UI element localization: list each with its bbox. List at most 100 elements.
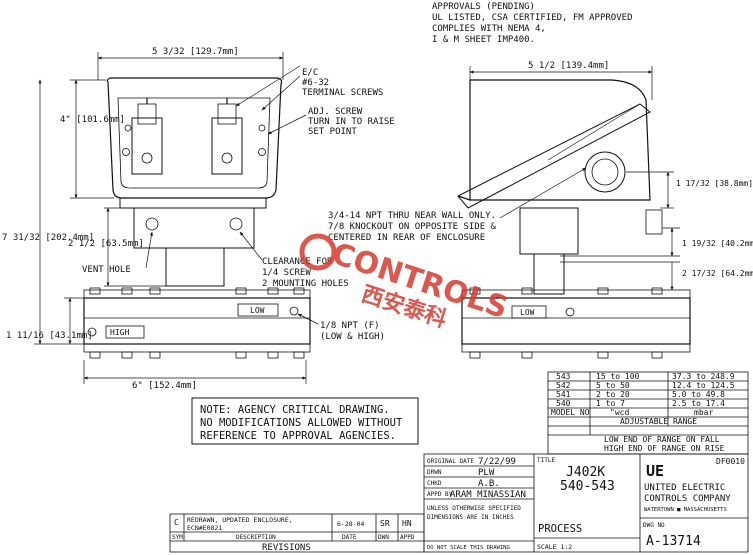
approvals-text: APPROVALS (PENDING) UL LISTED, CSA CERTI… xyxy=(432,2,632,45)
ec-callout-1: E/C xyxy=(302,68,318,78)
drwn-label: DRWN xyxy=(427,469,442,476)
adj-callout-3: SET POINT xyxy=(308,127,357,137)
side-dim-b: 1 19/32 [40.2mm] xyxy=(682,239,753,248)
checked-by: A.B. xyxy=(478,479,500,489)
range-row-1-mbar: 12.4 to 124.5 xyxy=(672,381,735,390)
revisions-caption: REVISIONS xyxy=(262,543,311,553)
spec-line1: UNLESS OTHERWISE SPECIFIED xyxy=(427,505,521,512)
npt-callout-3: CENTERED IN REAR OF ENCLOSURE xyxy=(328,233,485,243)
front-dimensions xyxy=(34,52,319,384)
approvals-line2: UL LISTED, CSA CERTIFIED, FM APPROVED xyxy=(432,13,632,23)
title-line1: J402K xyxy=(566,465,605,480)
rev-desc-2: ECN#E0821 xyxy=(187,524,222,532)
range-row-0-mbar: 37.3 to 248.9 xyxy=(672,372,735,381)
range-row-0-model: 543 xyxy=(556,372,571,381)
range-foot-2: HIGH END OF RANGE ON RISE xyxy=(604,444,725,453)
stem-dim: 2 1/2 [63.5mm] xyxy=(68,239,144,249)
range-row-2-wcd: 2 to 20 xyxy=(596,390,630,399)
range-row-2-model: 541 xyxy=(556,390,571,399)
range-foot-1: LOW END OF RANGE ON FALL xyxy=(604,435,720,444)
revisions-text: C REDRAWN, UPDATED ENCLOSURE, ECN#E0821 … xyxy=(172,516,415,553)
low-label: LOW xyxy=(250,306,265,315)
adj-callout-2: TURN IN TO RAISE xyxy=(308,117,395,127)
port-callout-2: (LOW & HIGH) xyxy=(320,332,385,342)
approved-by: ARAM MINASSIAN xyxy=(450,490,526,500)
overall-height-dim: 7 31/32 [202.4mm] xyxy=(2,233,94,243)
front-view xyxy=(83,77,311,359)
process-label: PROCESS xyxy=(538,523,582,535)
conduit-knockout xyxy=(584,151,626,193)
rev-hdr-desc: DESCRIPTION xyxy=(236,534,276,541)
chkd-label: CHKD xyxy=(427,480,442,487)
rev-hdr-sym: SYM xyxy=(172,534,183,541)
orig-date: 7/22/99 xyxy=(478,457,516,467)
approvals-line1: APPROVALS (PENDING) xyxy=(432,2,535,12)
side-low-label: LOW xyxy=(520,308,535,317)
side-view xyxy=(457,79,691,359)
rev-hdr-dwn: DWN xyxy=(378,534,389,541)
clearance-callout-1: CLEARANCE FOR xyxy=(262,257,333,267)
side-cover xyxy=(457,103,651,209)
spec-line2: DIMENSIONS ARE IN INCHES xyxy=(427,514,514,521)
range-subheader: ADJUSTABLE RANGE xyxy=(620,417,697,426)
switch-left xyxy=(131,117,163,175)
no-scale-note: DO NOT SCALE THIS DRAWING xyxy=(427,545,510,551)
range-header-mbar: mbar xyxy=(694,408,713,417)
npt-callout-1: 3/4-14 NPT THRU NEAR WALL ONLY. xyxy=(328,211,496,221)
range-row-3-wcd: 1 to 7 xyxy=(596,399,625,408)
rev-date: 6-28-04 xyxy=(337,520,364,528)
front-height-dim: 4" [101.6mm] xyxy=(60,115,125,125)
side-dim-c: 2 17/32 [64.2mm] xyxy=(682,269,753,278)
clearance-callout-2: 1/4 SCREW xyxy=(262,268,311,278)
low-port-label-box xyxy=(237,303,279,317)
rev-dwn: SR xyxy=(380,519,390,528)
switch-right xyxy=(211,117,243,175)
title-label: TITLE xyxy=(537,457,555,464)
ec-callout-2: #6-32 xyxy=(302,78,329,88)
ec-callout-3: TERMINAL SCREWS xyxy=(302,88,383,98)
note-line2: NO MODIFICATIONS ALLOWED WITHOUT xyxy=(200,417,403,429)
ue-logo: UE xyxy=(646,462,664,480)
side-enclosure xyxy=(469,79,651,201)
appd-label: APPD BY xyxy=(427,491,453,498)
adj-callout-1: ADJ. SCREW xyxy=(308,107,363,117)
rev-appd: HN xyxy=(402,519,412,528)
title-line2: 540-543 xyxy=(560,479,615,494)
clearance-callout-3: 2 MOUNTING HOLES xyxy=(262,279,349,289)
rev-desc-1: REDRAWN, UPDATED ENCLOSURE, xyxy=(187,516,293,524)
title-block xyxy=(169,453,749,553)
company-line3: WATERTOWN ■ MASSACHUSETTS xyxy=(644,507,727,513)
approvals-line4: I & M SHEET IMP400. xyxy=(432,35,535,45)
high-label: HIGH xyxy=(110,328,129,337)
agency-note: NOTE: AGENCY CRITICAL DRAWING. NO MODIFI… xyxy=(191,397,419,445)
high-port-label-box xyxy=(105,325,145,339)
df-code: DF0010 xyxy=(716,457,745,466)
front-width-dim: 5 3/32 [129.7mm] xyxy=(152,47,239,57)
company-line1: UNITED ELECTRIC xyxy=(644,483,725,493)
port-callout-1: 1/8 NPT (F) xyxy=(320,321,380,331)
range-header-wcd: "wcd xyxy=(610,408,629,417)
range-table-text: 543 15 to 100 37.3 to 248.9 542 5 to 50 … xyxy=(551,372,735,453)
scale-label: SCALE 1:2 xyxy=(537,543,572,551)
range-row-1-model: 542 xyxy=(556,381,571,390)
side-width-dim: 5 1/2 [139.4mm] xyxy=(528,61,609,71)
drawn-by: PLW xyxy=(478,468,495,478)
range-header-model: MODEL NO xyxy=(551,408,590,417)
side-dim-a: 1 17/32 [38.8mm] xyxy=(676,179,753,188)
rev-sym: C xyxy=(174,518,179,527)
base-height-dim: 1 11/16 [43.1mm] xyxy=(6,331,93,341)
vent-hole-callout: VENT HOLE xyxy=(82,265,131,275)
note-line1: NOTE: AGENCY CRITICAL DRAWING. xyxy=(200,404,390,416)
enclosure-inner xyxy=(117,97,271,189)
range-row-2-mbar: 5.0 to 49.8 xyxy=(672,390,725,399)
dwg-no-label: DWG NO xyxy=(643,522,665,529)
note-line3: REFERENCE TO APPROVAL AGENCIES. xyxy=(200,430,396,442)
range-row-3-model: 540 xyxy=(556,399,571,408)
npt-callout-2: 7/8 KNOCKOUT ON OPPOSITE SIDE & xyxy=(328,222,497,232)
title-block-text: ORIGINAL DATE 7/22/99 DRWN PLW CHKD A.B.… xyxy=(427,457,745,551)
side-dimensions xyxy=(469,66,680,291)
side-low-label-box xyxy=(511,305,547,319)
enclosure-body xyxy=(106,77,283,199)
stem xyxy=(165,247,225,287)
mount-block xyxy=(133,207,255,249)
